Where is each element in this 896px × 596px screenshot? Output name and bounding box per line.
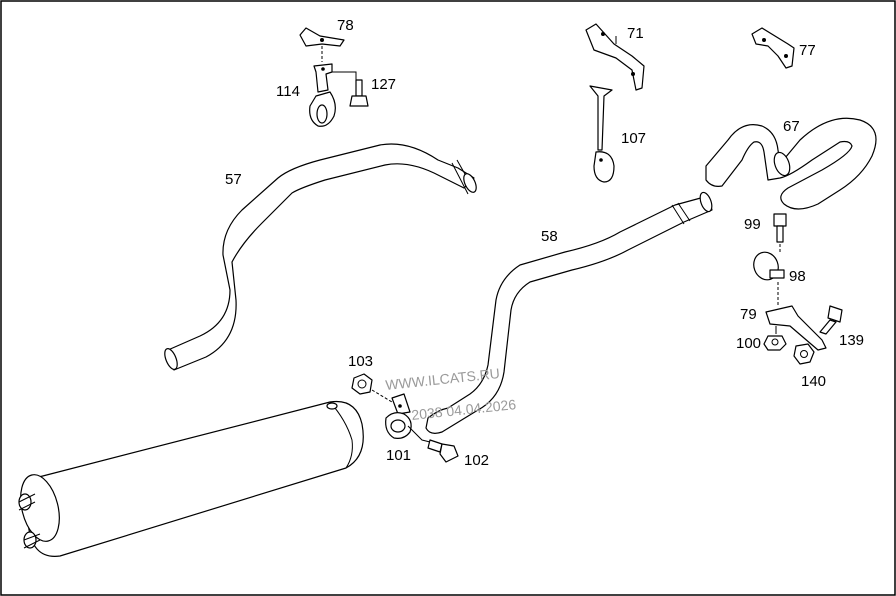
- callout-101: 101: [386, 447, 411, 464]
- callout-57: 57: [225, 171, 242, 188]
- bolt-99[interactable]: [773, 213, 787, 243]
- callout-139: 139: [839, 332, 864, 349]
- callout-79: 79: [740, 306, 757, 323]
- callout-78: 78: [337, 17, 354, 34]
- callout-100: 100: [736, 335, 761, 352]
- exhaust-pipe-67[interactable]: [705, 117, 877, 210]
- callout-107: 107: [621, 130, 646, 147]
- callout-99: 99: [744, 216, 761, 233]
- bolt-102[interactable]: [427, 439, 459, 463]
- exhaust-pipe-57[interactable]: [162, 143, 479, 371]
- bracket-79[interactable]: [765, 305, 827, 351]
- nut-140[interactable]: [793, 343, 815, 365]
- callout-140: 140: [801, 373, 826, 390]
- leader-line: [371, 389, 393, 403]
- exhaust-pipe-58[interactable]: [425, 191, 714, 434]
- bracket-77[interactable]: [751, 27, 795, 69]
- leader-line: [332, 71, 357, 80]
- callout-103: 103: [348, 353, 373, 370]
- callout-77: 77: [799, 42, 816, 59]
- nut-103[interactable]: [351, 373, 373, 395]
- bolt-139[interactable]: [819, 305, 843, 335]
- callout-67: 67: [783, 118, 800, 135]
- callout-114: 114: [276, 83, 300, 100]
- bracket-78[interactable]: [299, 27, 345, 47]
- nut-100[interactable]: [763, 335, 787, 351]
- bolt-127[interactable]: [349, 79, 369, 107]
- clamp-101[interactable]: [385, 393, 412, 439]
- bracket-107[interactable]: [589, 85, 615, 183]
- clamp-98[interactable]: [750, 249, 785, 284]
- callout-102: 102: [464, 452, 489, 469]
- hanger-clamp-114[interactable]: [309, 63, 336, 127]
- callout-127: 127: [371, 76, 396, 93]
- callout-71: 71: [627, 25, 644, 42]
- callout-98: 98: [789, 268, 806, 285]
- muffler[interactable]: [14, 400, 364, 557]
- leader-line: [407, 425, 431, 443]
- callout-58: 58: [541, 228, 558, 245]
- bracket-71[interactable]: [585, 23, 645, 91]
